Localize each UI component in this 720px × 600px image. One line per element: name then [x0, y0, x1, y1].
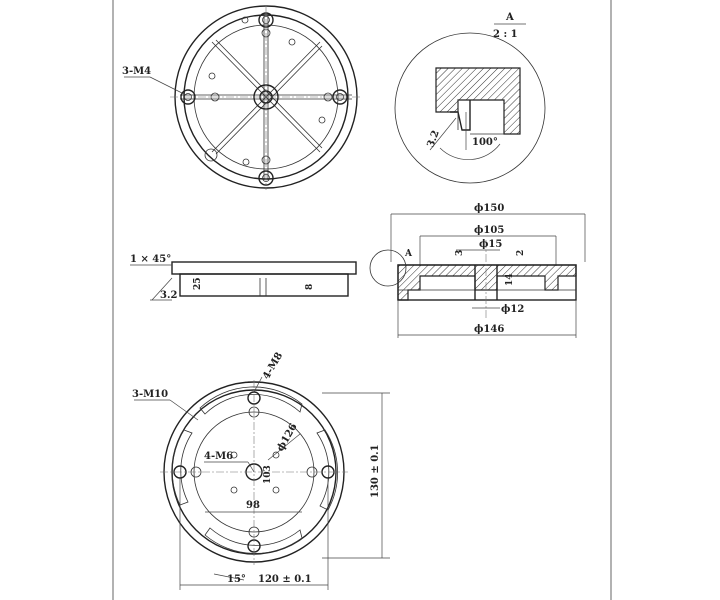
- bottom-center-dim: 103: [263, 465, 273, 484]
- detail-angle: 100°: [472, 137, 498, 148]
- bottom-height-dim: 130 ± 0.1: [370, 444, 381, 498]
- section-view: [369, 213, 586, 338]
- top-view: [124, 5, 362, 190]
- detail-view-a: [394, 23, 546, 184]
- bottom-m6-callout: 4-M6: [204, 451, 233, 462]
- section-dia-inner: ϕ105: [474, 225, 504, 236]
- side-view: [130, 261, 357, 301]
- section-step-left: 3: [455, 250, 465, 256]
- bottom-width-dim: 98: [246, 500, 260, 511]
- bottom-bottom-dim: 120 ± 0.1: [258, 574, 312, 585]
- detail-scale: 2 : 1: [493, 29, 518, 40]
- side-chamfer: 1 × 45°: [130, 254, 171, 265]
- section-dia-hole: ϕ12: [501, 304, 524, 315]
- top-view-thread-callout: 3-M4: [122, 66, 151, 77]
- detail-chamfer: 3.2: [425, 129, 441, 149]
- section-detail-ref: A: [404, 249, 413, 259]
- bottom-view: [134, 376, 390, 590]
- bottom-angle: 15°: [227, 574, 246, 585]
- side-small: 8: [305, 284, 315, 290]
- bottom-m10-callout: 3-M10: [132, 389, 168, 400]
- bottom-m8-callout: 4-M8: [261, 351, 285, 382]
- side-surface: 3.2: [160, 290, 177, 301]
- side-height: 25: [193, 277, 203, 290]
- section-dia-base: ϕ146: [474, 324, 504, 335]
- detail-letter: A: [505, 12, 514, 23]
- section-dia-bore: ϕ15: [479, 239, 502, 250]
- section-depth: 14: [505, 273, 515, 286]
- section-step-right: 2: [516, 250, 526, 256]
- section-dia-outer: ϕ150: [474, 203, 504, 214]
